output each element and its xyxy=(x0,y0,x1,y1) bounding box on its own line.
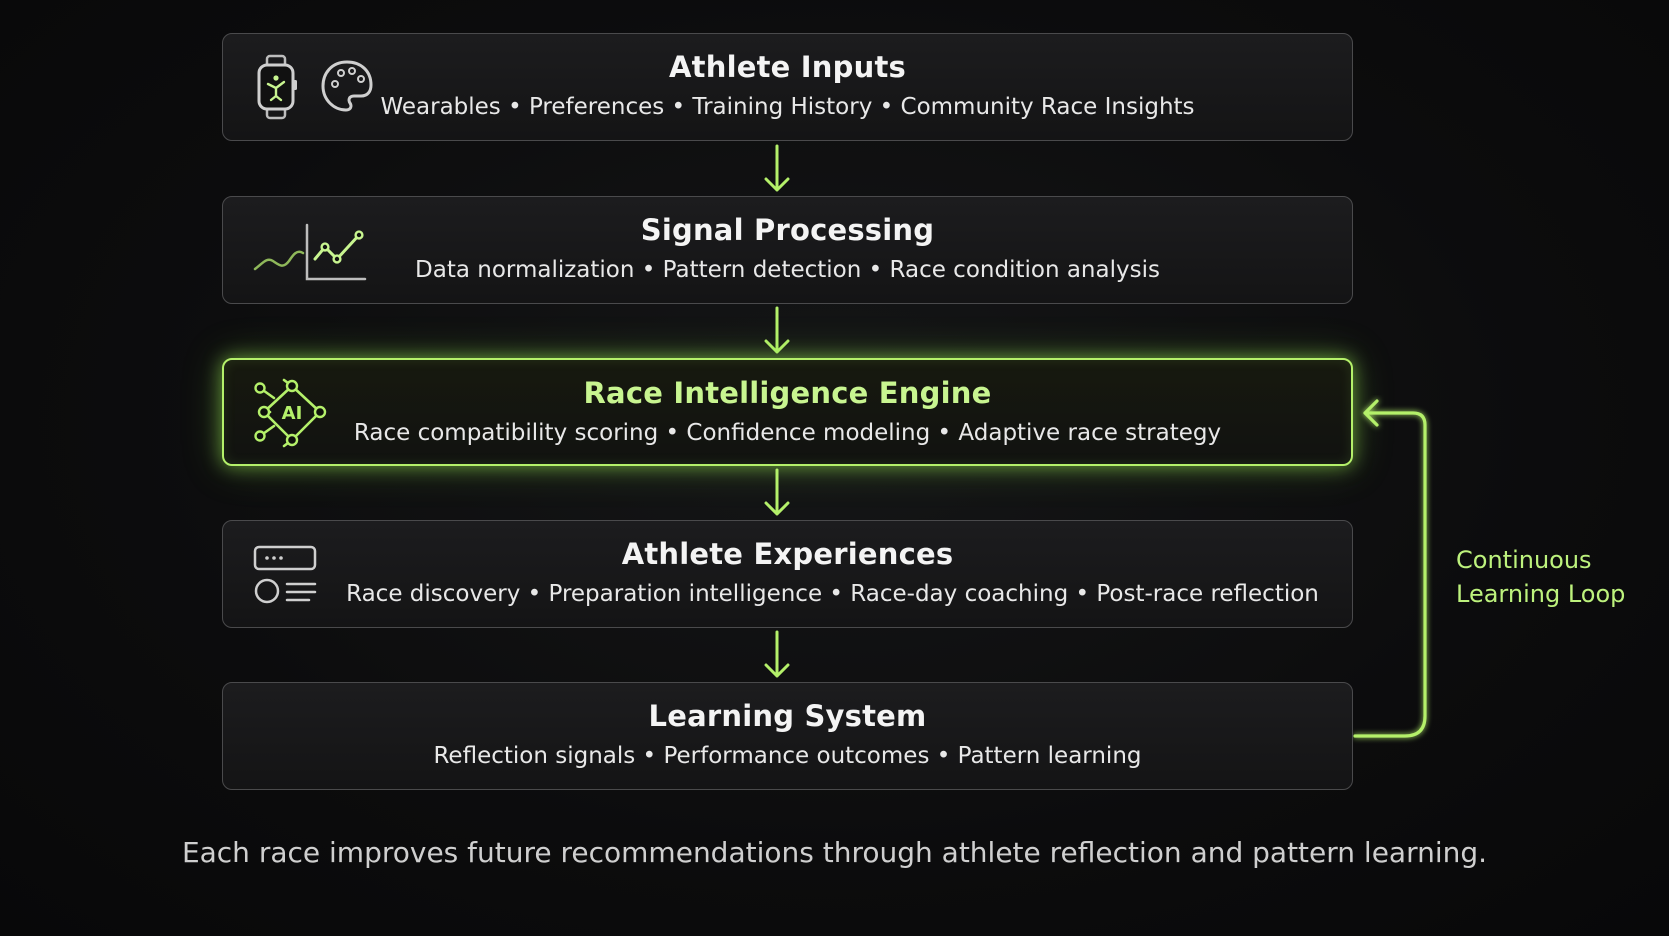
stage-title: Athlete Experiences xyxy=(621,537,954,571)
line-chart-icon xyxy=(253,219,373,289)
stage-subtitle: Race discovery • Preparation intelligenc… xyxy=(346,581,1319,607)
stage-race-intelligence-engine: AI Race Intelligence Engine Race compati… xyxy=(222,358,1353,466)
loop-label-line1: Continuous xyxy=(1456,546,1592,574)
stage-title: Signal Processing xyxy=(640,213,935,247)
stage-learning-system: Learning System Reflection signals • Per… xyxy=(222,682,1353,790)
stage-signal-processing: Signal Processing Data normalization • P… xyxy=(222,196,1353,304)
smartwatch-icon xyxy=(253,54,299,124)
loop-label: Continuous Learning Loop xyxy=(1456,543,1625,611)
ai-network-icon: AI xyxy=(254,378,328,452)
stage-athlete-experiences: Athlete Experiences Race discovery • Pre… xyxy=(222,520,1353,628)
stage-title: Athlete Inputs xyxy=(669,50,906,84)
interface-icon xyxy=(253,545,319,611)
down-arrow-icon xyxy=(764,630,790,678)
down-arrow-icon xyxy=(764,306,790,354)
down-arrow-icon xyxy=(764,144,790,192)
diagram-caption: Each race improves future recommendation… xyxy=(181,836,1488,869)
down-arrow-icon xyxy=(764,468,790,516)
learning-loop-arrow-icon xyxy=(1353,399,1427,738)
stage-subtitle: Wearables • Preferences • Training Histo… xyxy=(380,94,1195,120)
stage-subtitle: Race compatibility scoring • Confidence … xyxy=(353,420,1222,446)
stage-subtitle: Data normalization • Pattern detection •… xyxy=(415,257,1160,283)
stage-title: Learning System xyxy=(648,699,927,733)
stage-title: Race Intelligence Engine xyxy=(583,376,992,410)
ai-icon-label: AI xyxy=(282,403,303,424)
stage-subtitle: Reflection signals • Performance outcome… xyxy=(433,743,1142,769)
stage-athlete-inputs: Athlete Inputs Wearables • Preferences •… xyxy=(222,33,1353,141)
loop-label-line2: Learning Loop xyxy=(1456,580,1626,608)
palette-icon xyxy=(319,58,375,118)
